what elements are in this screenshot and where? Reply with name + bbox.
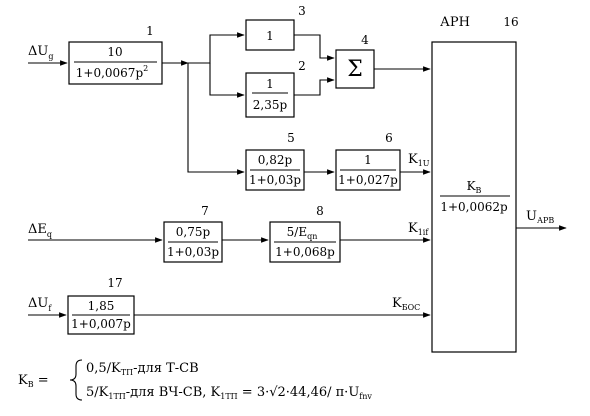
block-5-number: 5 (287, 131, 295, 145)
formula-line-1: 0,5/KТП-для Т-СВ (86, 361, 199, 377)
block-2-numerator: 1 (266, 77, 274, 91)
sum-symbol: Σ (347, 57, 363, 82)
block-5: 5 0,82p 1+0,03p (245, 131, 305, 191)
wire-split-b2 (209, 63, 245, 98)
block-2-denominator: 2,35p (253, 98, 288, 112)
wire-b2-to-sum (294, 77, 335, 96)
block-17-numerator: 1,85 (88, 299, 115, 313)
block-17-denominator: 1+0,007p (71, 317, 131, 331)
signal-k1u: K1U (408, 152, 430, 168)
block-17-number: 17 (107, 276, 122, 290)
block-1-denominator: 1+0,0067p2 (76, 64, 148, 80)
block-8-numerator: 5/Eqn (287, 225, 318, 241)
wire-split-b5 (187, 63, 245, 175)
block-2: 2 1 2,35p (245, 59, 306, 118)
block-17: 17 1,85 1+0,007p (67, 276, 135, 335)
block-16-numerator: KВ (467, 179, 482, 195)
block-16-number: 16 (503, 15, 518, 29)
block-5-numerator: 0,82p (258, 153, 293, 167)
block-3-number: 3 (298, 4, 306, 18)
block-6-number: 6 (385, 131, 393, 145)
block-1-numerator: 10 (107, 45, 122, 59)
arn-title: АРН (440, 15, 470, 30)
block-7-denominator: 1+0,03p (167, 245, 219, 259)
block-1: 1 10 1+0,0067p2 (68, 24, 163, 85)
block-6-denominator: 1+0,027p (338, 173, 398, 187)
input-label-deq: ΔEq (28, 222, 52, 239)
block-8-number: 8 (316, 204, 324, 218)
block-7-numerator: 0,75p (176, 225, 211, 239)
block-7-number: 7 (201, 204, 209, 218)
block-2-number: 2 (298, 59, 306, 73)
signal-k1if: K1if (408, 221, 429, 237)
block-8-denominator: 1+0,068p (275, 245, 335, 259)
input-label-dug: ΔUg (28, 44, 53, 61)
formula-kv: KВ = 0,5/KТП-для Т-СВ 5/K1ТП-для ВЧ-СВ, … (18, 359, 372, 401)
formula-lhs: KВ = (18, 373, 49, 389)
block-3-text: 1 (266, 29, 274, 43)
formula-line-2: 5/K1ТП-для ВЧ-СВ, K1ТП = 3·√2·44,46/ π·U… (86, 385, 372, 401)
block-8: 8 5/Eqn 1+0,068p (269, 204, 341, 263)
block-4-number: 4 (361, 33, 369, 47)
block-5-denominator: 1+0,03p (249, 173, 301, 187)
block-4-sum: 4 Σ (335, 33, 375, 89)
signal-uarv: UАРВ (526, 209, 554, 225)
wire-split-trunk (188, 32, 245, 64)
signal-kbos: KБОС (392, 296, 420, 312)
block-6-numerator: 1 (364, 153, 372, 167)
block-6: 6 1 1+0,027p (335, 131, 401, 191)
block-7: 7 0,75p 1+0,03p (163, 204, 223, 263)
block-1-number: 1 (146, 24, 154, 38)
connections (28, 32, 567, 318)
formula-brace (69, 359, 83, 401)
block-3: 3 1 (245, 4, 306, 51)
wire-b3-to-sum (294, 34, 335, 61)
block-16-arn: АРН 16 KВ 1+0,0062p (431, 15, 519, 353)
block-16-denominator: 1+0,0062p (440, 200, 508, 214)
input-label-duf: ΔUf (28, 296, 52, 313)
